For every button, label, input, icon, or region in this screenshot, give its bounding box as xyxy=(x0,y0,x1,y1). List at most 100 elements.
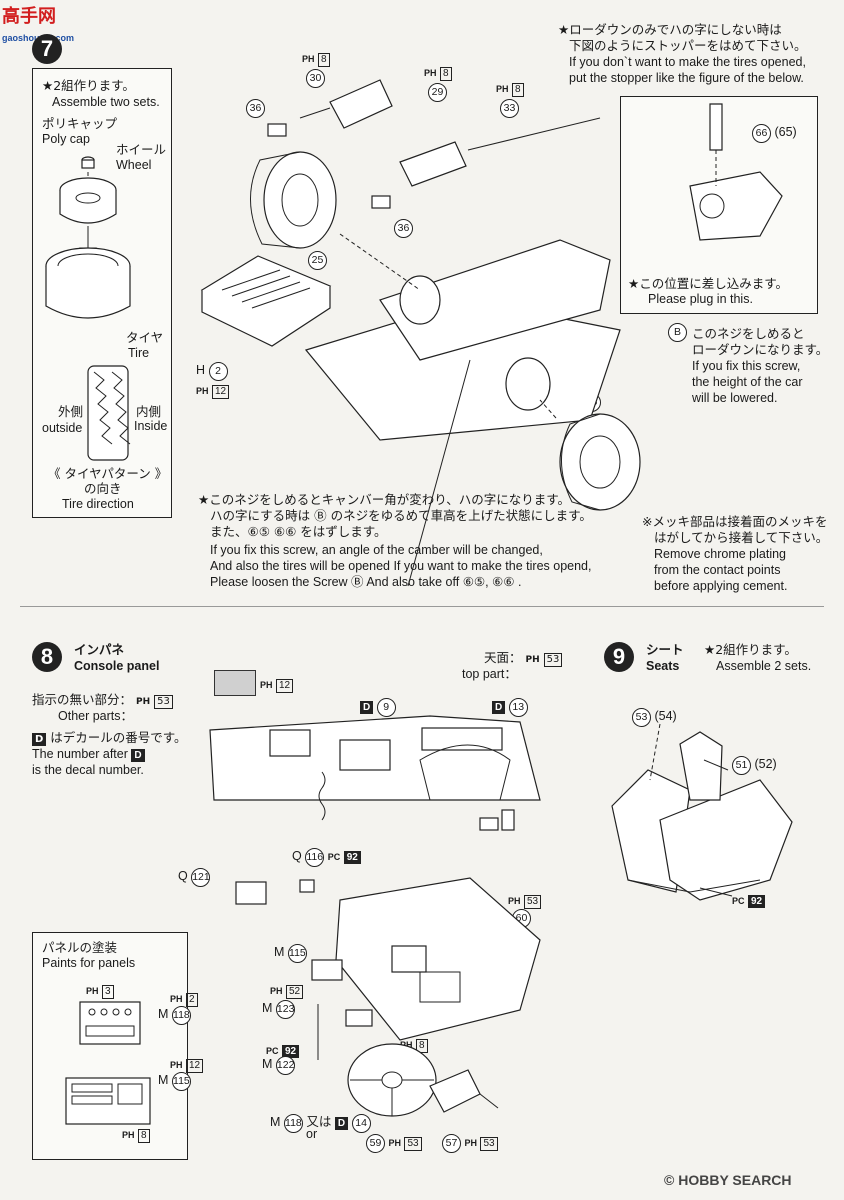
ph12-code: 12 xyxy=(212,385,230,399)
paints-en: Paints for panels xyxy=(42,956,136,970)
ph53-code: 53 xyxy=(524,895,542,909)
tire-dir-jp2: の向き xyxy=(84,481,122,496)
or-en: or xyxy=(306,1127,318,1141)
step-8-number: 8 xyxy=(32,642,62,672)
paint-m115: M 115 xyxy=(158,1072,191,1091)
tire-label-en: Tire xyxy=(128,346,150,360)
part-59-label: 59 PH 53 xyxy=(366,1134,422,1153)
ph8-code: 8 xyxy=(318,53,330,67)
camber-jp2: ハの字にする時は Ⓑ のネジをゆるめて車高を上げた状態にします。 xyxy=(210,508,592,523)
part-121: 121 xyxy=(191,868,211,887)
part-51-52-label: 51 (52) xyxy=(732,756,777,775)
part-123: 123 xyxy=(275,1000,295,1019)
part-57-label: 57 PH 53 xyxy=(442,1134,498,1153)
ph-prefix: PH xyxy=(302,54,315,64)
step9-note-en: Assemble 2 sets. xyxy=(716,659,812,673)
h-prefix: H xyxy=(196,363,206,377)
pc-92: 92 xyxy=(748,895,766,908)
part-36a-label: 36 xyxy=(246,98,265,118)
step-9-number: 9 xyxy=(604,642,634,672)
decal-note-jp-text: はデカールの番号です。 xyxy=(50,730,187,745)
paint-ph8: PH 8 xyxy=(122,1126,150,1143)
screwB-en1: If you fix this screw, xyxy=(692,359,801,373)
ph8-callout-33: PH 8 xyxy=(496,80,524,97)
camber-en2: And also the tires will be opened If you… xyxy=(210,559,592,573)
ph2-code: 2 xyxy=(186,993,198,1007)
lowdown-jp1: ★ローダウンのみでハの字にしない時は xyxy=(558,22,782,37)
decal-13: 13 xyxy=(508,698,528,717)
part-60-label: 60 xyxy=(512,908,531,928)
other-parts-jp-text: 指示の無い部分： xyxy=(32,692,133,707)
plug-jp: ★この位置に差し込みます。 xyxy=(628,276,788,291)
inside-label-jp: 内側 xyxy=(136,404,162,419)
watermark-brand: 高手网 xyxy=(2,6,56,27)
part-59: 59 xyxy=(366,1134,385,1153)
part-29: 29 xyxy=(428,83,447,102)
part-h2-label: H 2 xyxy=(196,362,228,381)
chrome-jp2: はがしてから接着して下さい。 xyxy=(654,530,829,545)
pc92-callout: PC 92 xyxy=(266,1042,300,1059)
step9-title-en: Seats xyxy=(646,659,680,673)
lowdown-en2: put the stopper like the figure of the b… xyxy=(569,71,804,85)
ph53-code: 53 xyxy=(480,1137,498,1151)
decal-mark: D xyxy=(334,1117,349,1130)
top-part-jp-text: 天面： xyxy=(484,650,522,665)
ph8-callout-29: PH 8 xyxy=(424,64,452,81)
pc-92: 92 xyxy=(343,851,361,864)
camber-jp3: また、⑥⑤ ⑥⑥ をはずします。 xyxy=(210,524,387,539)
decal-mark: D xyxy=(131,749,145,762)
decal-9: 9 xyxy=(376,698,396,717)
part-115: 115 xyxy=(287,944,307,963)
m122-label: M 122 xyxy=(262,1056,295,1075)
ph12-callout: PH 12 xyxy=(196,382,230,399)
part-122: 122 xyxy=(275,1056,295,1075)
part-30-label: 30 xyxy=(306,68,325,88)
dashboard-icon xyxy=(209,715,541,831)
paint-ph12: PH 12 xyxy=(170,1056,204,1073)
ph52-callout: PH 52 xyxy=(346,958,380,975)
ph-prefix: PH xyxy=(496,84,509,94)
ph-prefix: PH xyxy=(196,386,209,396)
camber-jp1: ★このネジをしめるとキャンバー角が変わり、ハの字になります。 xyxy=(198,492,570,507)
chrome-jp1: ※メッキ部品は接着面のメッキを xyxy=(642,514,828,529)
part-h2: 2 xyxy=(208,362,228,381)
or-jp: 又は xyxy=(306,1114,332,1129)
ph8-code: 8 xyxy=(138,1129,150,1143)
ph8-code: 8 xyxy=(440,67,452,81)
m115-label: M 115 xyxy=(274,944,307,963)
seat-pc92: PC 92 xyxy=(732,892,766,909)
ph53-callout: PH 53 xyxy=(508,892,542,909)
part-53: 53 xyxy=(632,708,651,727)
steering-wheel-icon xyxy=(347,1043,437,1117)
top-part-code: 53 xyxy=(543,653,563,667)
part-54: (54) xyxy=(654,709,677,723)
decal-14: 14 xyxy=(351,1114,371,1133)
decal-mark: D xyxy=(32,733,47,746)
pc-92: 92 xyxy=(282,1045,300,1058)
hobbysearch-watermark: © HOBBY SEARCH xyxy=(664,1172,792,1188)
other-parts-jp: 指示の無い部分： PH 53 xyxy=(32,692,173,710)
part-36: 36 xyxy=(394,219,413,238)
paints-jp: パネルの塗装 xyxy=(42,940,118,955)
part-25: 25 xyxy=(582,393,601,412)
wheel-label-en: Wheel xyxy=(116,158,152,172)
part-53-54-label: 53 (54) xyxy=(632,708,677,727)
screwB-jp2: ローダウンになります。 xyxy=(692,342,829,357)
hobbysearch-brand: HOBBY SEARCH xyxy=(678,1172,792,1188)
ph-prefix: PH xyxy=(424,68,437,78)
ph8-callout-30: PH 8 xyxy=(302,50,330,67)
q116-label: Q 116 PC 92 xyxy=(292,848,361,867)
paint-m118: M 118 xyxy=(158,1006,191,1025)
paint-ph2: PH 2 xyxy=(170,990,198,1007)
part-66-65-label: 66 (65) xyxy=(752,124,797,143)
step9-note-jp: ★2組作ります。 xyxy=(704,642,797,657)
decal-13-label: D 13 xyxy=(492,698,528,717)
part-36b-label: 36 xyxy=(394,218,413,238)
part-25: 25 xyxy=(308,251,327,270)
part-60: 60 xyxy=(512,909,531,928)
part-33: 33 xyxy=(500,99,519,118)
decal-mark: D xyxy=(360,701,374,714)
step7-note-jp: ★2組作ります。 xyxy=(42,78,135,93)
dashboard-exploded-icon xyxy=(235,877,541,1060)
chrome-en1: Remove chrome plating xyxy=(654,547,787,561)
